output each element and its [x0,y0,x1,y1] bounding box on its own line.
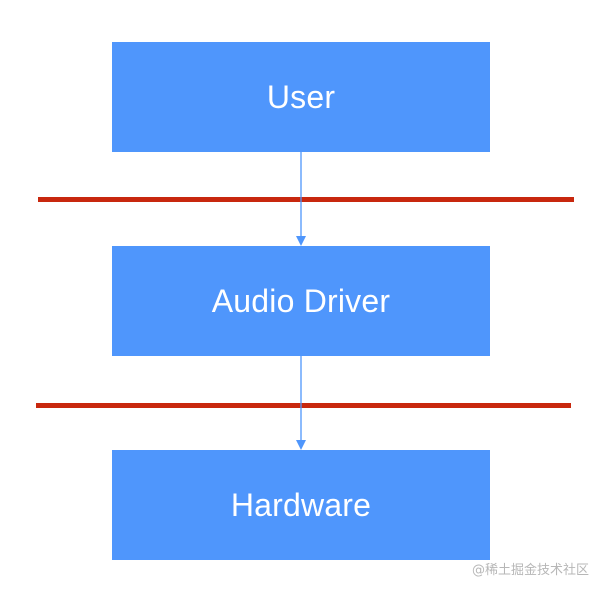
boundary-line-user-driver [38,197,574,202]
hardware-layer-box: Hardware [112,450,490,560]
user-layer-box: User [112,42,490,152]
audio-driver-layer-box: Audio Driver [112,246,490,356]
watermark-text: @稀土掘金技术社区 [471,563,589,578]
boundary-line-driver-hardware [36,403,571,408]
audio-driver-layer-label: Audio Driver [211,282,391,319]
hardware-layer-label: Hardware [230,486,372,523]
user-layer-label: User [266,78,336,115]
